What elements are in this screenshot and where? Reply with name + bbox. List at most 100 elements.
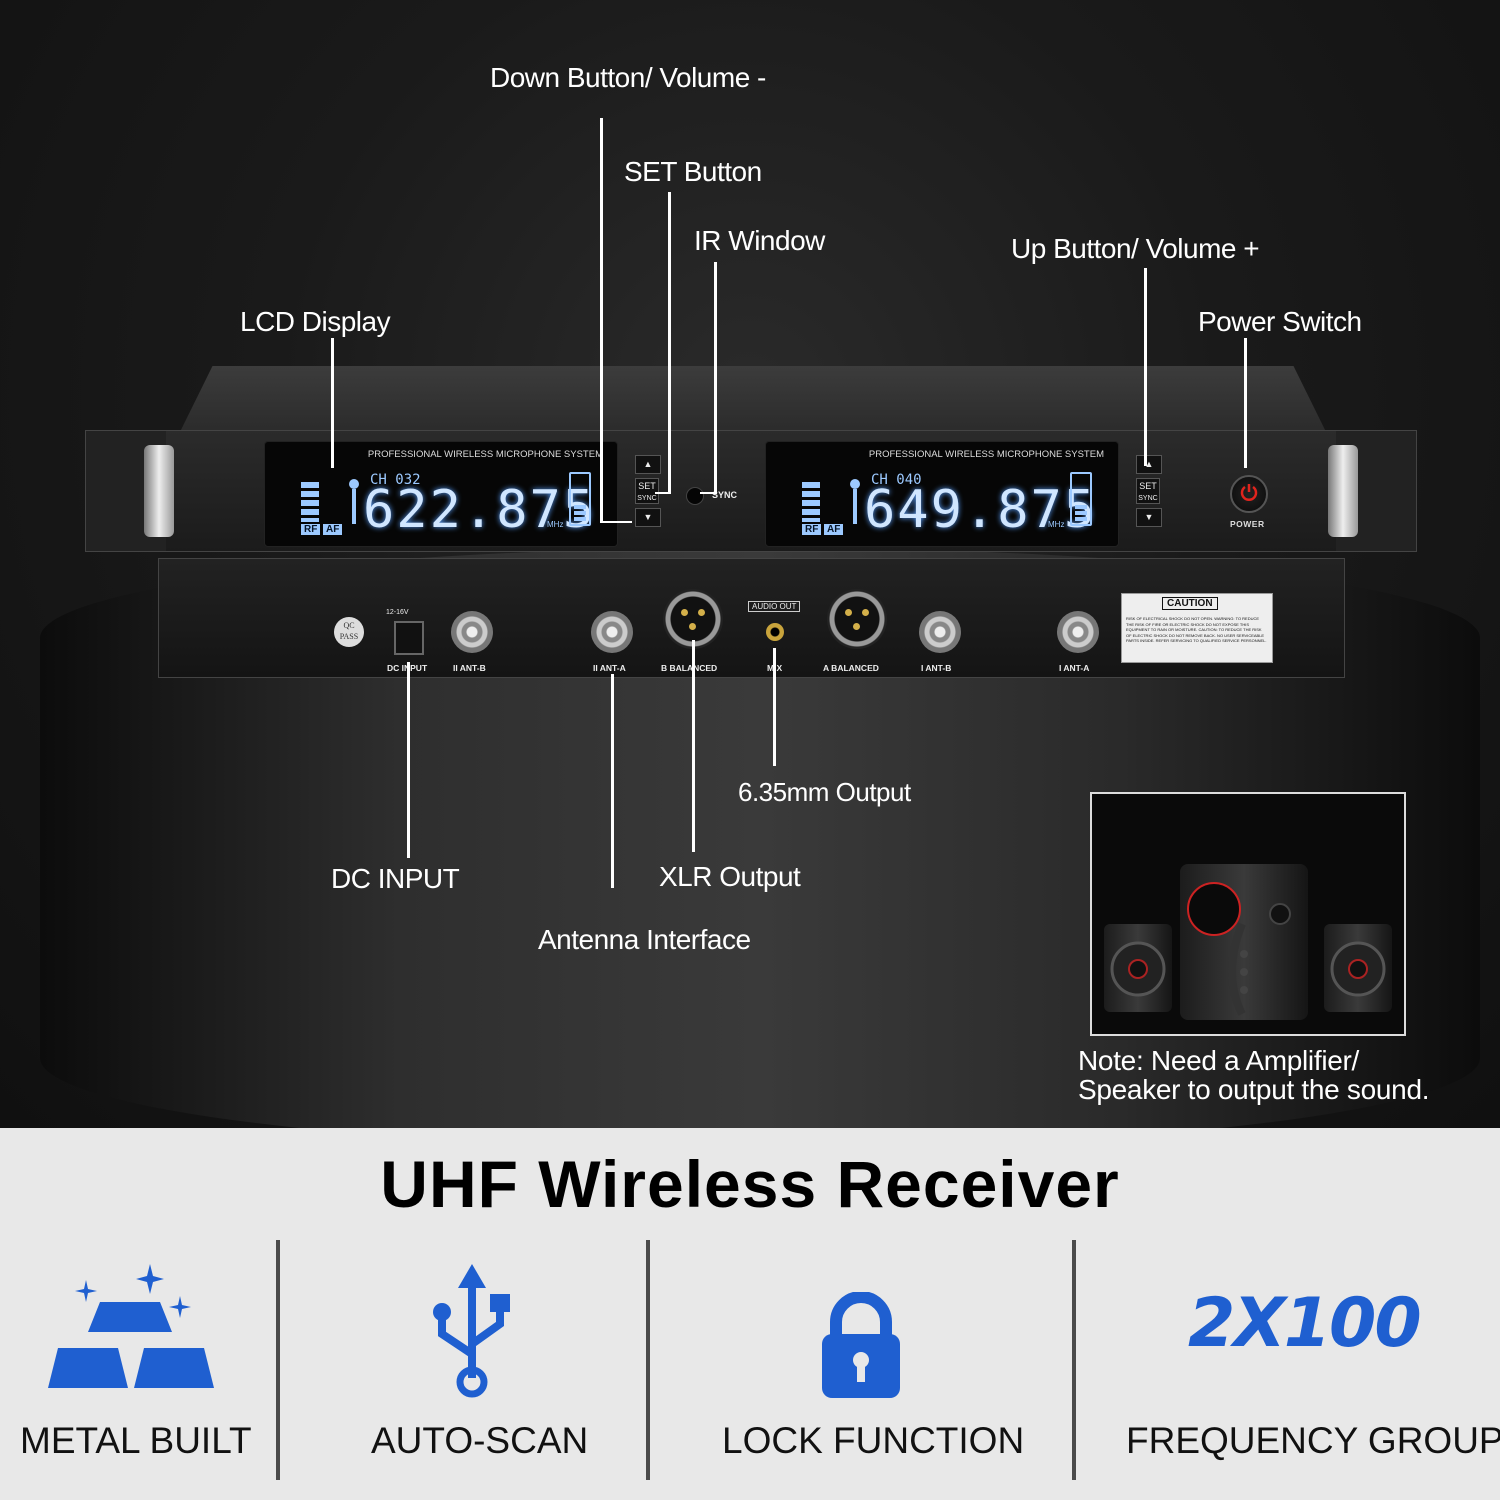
rf-tag: RF (802, 524, 822, 535)
antenna-connector-1a (1057, 611, 1099, 653)
qc-pass-sticker: QC PASS (334, 617, 364, 647)
feature-label-metal-built: METAL BUILT (20, 1420, 252, 1461)
lcd-display-b: PROFESSIONAL WIRELESS MICROPHONE SYSTEM … (765, 441, 1119, 547)
up-button-a[interactable]: ▲ (635, 455, 661, 474)
rack-handle-left (144, 445, 174, 537)
callout-dc-input: DC INPUT (331, 863, 460, 894)
xlr-output-a (827, 589, 887, 649)
microphone-icon (850, 479, 860, 524)
product-hero: PROFESSIONAL WIRELESS MICROPHONE SYSTEM … (0, 0, 1500, 1128)
sync-label: SYNC (637, 495, 657, 502)
leader-line (407, 662, 410, 858)
ir-window (686, 487, 704, 505)
antenna-connector-2a (591, 611, 633, 653)
usb-icon (433, 1264, 510, 1398)
leader-line (668, 192, 671, 494)
leader-line (773, 648, 776, 766)
feature-divider (276, 1240, 280, 1480)
set-label: SET (638, 481, 656, 491)
power-icon (1240, 484, 1258, 501)
leader-line (611, 674, 614, 888)
rack-handle-right (1328, 445, 1358, 537)
callout-lcd-display: LCD Display (240, 306, 391, 337)
lcd-title: PROFESSIONAL WIRELESS MICROPHONE SYSTEM (868, 449, 1104, 460)
speaker-system-illustration (1104, 864, 1392, 1020)
xlr-output-b (663, 589, 723, 649)
up-button-b[interactable]: ▲ (1136, 455, 1162, 474)
feature-label-frequency-groups: FREQUENCY GROUPS (1126, 1420, 1500, 1461)
rf-meter (802, 482, 820, 522)
callout-set-button: SET Button (624, 156, 762, 187)
callout-ir-window: IR Window (694, 225, 825, 256)
callout-antenna-interface: Antenna Interface (538, 924, 751, 955)
antenna-connector-1b (919, 611, 961, 653)
receiver-front-panel: PROFESSIONAL WIRELESS MICROPHONE SYSTEM … (85, 430, 1417, 552)
antenna-connector-2b (451, 611, 493, 653)
leader-line (1244, 338, 1247, 468)
leader-line (714, 262, 717, 494)
frequency-unit: MHz (547, 520, 564, 529)
frequency-unit: MHz (1048, 520, 1065, 529)
rf-meter (301, 482, 319, 522)
leader-line (600, 118, 603, 522)
down-button-a[interactable]: ▼ (635, 508, 661, 527)
frequency-groups-count: 2X100 (1188, 1284, 1422, 1363)
callout-up-button: Up Button/ Volume + (1011, 233, 1260, 264)
sync-text: SYNC (712, 490, 738, 500)
callout-635-output: 6.35mm Output (738, 777, 911, 807)
headline-title: UHF Wireless Receiver (380, 1147, 1120, 1221)
callout-power-switch: Power Switch (1198, 306, 1362, 337)
button-group-a: ▲ SET SYNC ▼ (635, 455, 663, 531)
rear-label: A BALANCED (823, 663, 879, 673)
frequency-readout: 649.875 (864, 480, 1098, 540)
leader-line (655, 492, 670, 494)
caution-title: CAUTION (1162, 597, 1218, 610)
leader-line (1144, 268, 1147, 466)
channel-number: CH 032 (370, 472, 421, 488)
feature-label-lock-function: LOCK FUNCTION (722, 1420, 1025, 1461)
gold-bars-icon (48, 1264, 214, 1388)
feature-strip: UHF Wireless Receiver METAL BUILT AUTO-S… (0, 1128, 1500, 1500)
channel-number: CH 040 (871, 472, 922, 488)
af-tag: AF (824, 524, 844, 535)
rear-label: II ANT-B (453, 663, 486, 673)
receiver-rear-panel: QC PASS 12-16V AUDIO OUT DC INPUT II ANT… (158, 558, 1345, 678)
lcd-title: PROFESSIONAL WIRELESS MICROPHONE SYSTEM (367, 449, 603, 460)
note-text: Note: Need a Amplifier/ Speaker to outpu… (1078, 1046, 1430, 1105)
microphone-icon (349, 479, 359, 524)
power-switch[interactable] (1230, 475, 1268, 513)
set-sync-button-a[interactable]: SET SYNC (635, 478, 659, 504)
battery-icon (569, 472, 591, 526)
lcd-display-a: PROFESSIONAL WIRELESS MICROPHONE SYSTEM … (264, 441, 618, 547)
rack-ear-left (86, 431, 174, 551)
af-tag: AF (323, 524, 343, 535)
callout-xlr-output: XLR Output (659, 861, 801, 892)
feature-divider (1072, 1240, 1076, 1480)
audio-out-label: AUDIO OUT (748, 601, 801, 612)
leader-line (331, 338, 334, 468)
frequency-readout: 622.875 (363, 480, 597, 540)
leader-line (600, 521, 632, 523)
rear-label: I ANT-B (921, 663, 952, 673)
note-line-2: Speaker to output the sound. (1078, 1074, 1430, 1105)
caution-text: RISK OF ELECTRICAL SHOCK DO NOT OPEN. WA… (1126, 616, 1267, 643)
rear-label: B BALANCED (661, 663, 718, 673)
down-button-b[interactable]: ▼ (1136, 508, 1162, 527)
sync-label: SYNC (1138, 495, 1158, 502)
rear-label: II ANT-A (593, 663, 626, 673)
lock-icon (822, 1292, 900, 1398)
dc-input-jack (394, 621, 424, 655)
quarter-inch-output-jack (766, 623, 784, 641)
receiver-top-cover (178, 366, 1328, 436)
leader-line (692, 640, 695, 852)
rf-tag: RF (301, 524, 321, 535)
rear-label: I ANT-A (1059, 663, 1090, 673)
feature-label-auto-scan: AUTO-SCAN (371, 1420, 589, 1461)
callout-down-button: Down Button/ Volume - (490, 62, 766, 93)
set-sync-button-b[interactable]: SET SYNC (1136, 478, 1160, 504)
feature-divider (646, 1240, 650, 1480)
caution-sticker: CAUTION RISK OF ELECTRICAL SHOCK DO NOT … (1121, 593, 1273, 663)
rack-ear-right (1328, 431, 1416, 551)
button-group-b: ▲ SET SYNC ▼ (1136, 455, 1164, 531)
dc-rating: 12-16V (386, 609, 409, 616)
